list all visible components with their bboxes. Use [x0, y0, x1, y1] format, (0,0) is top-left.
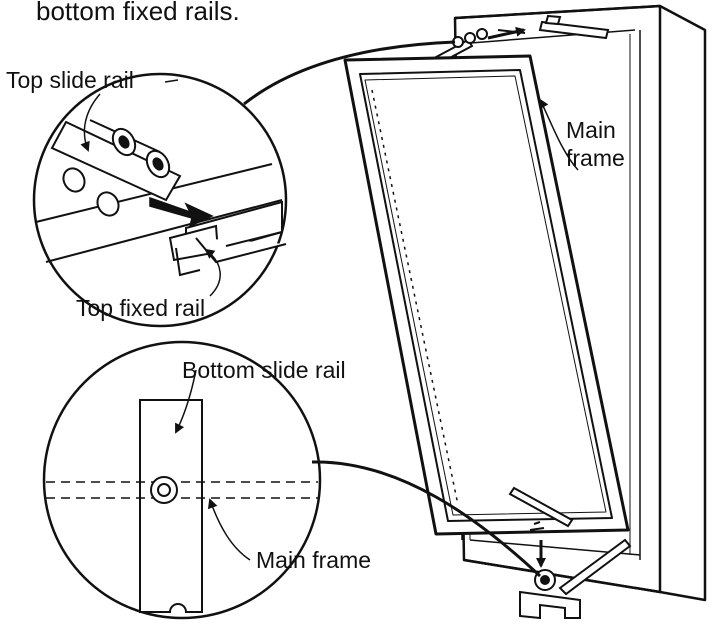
label-main-frame-line1: Main [566, 117, 616, 143]
main-frame [343, 54, 630, 536]
leaders [80, 79, 579, 561]
label-bottom-slide-rail: Bottom slide rail [182, 357, 346, 383]
top-push-arrow [487, 26, 526, 40]
bottom-fixed-rail [519, 538, 632, 620]
callout-push-arrow [149, 196, 214, 228]
label-main-frame-bottom: Main frame [256, 547, 371, 573]
header-text: bottom fixed rails. [36, 0, 240, 26]
label-main-frame-line2: frame [566, 145, 625, 171]
label-top-fixed-rail: Top fixed rail [76, 295, 205, 321]
top-detail-callout [32, 40, 456, 328]
top-fixed-rails [497, 14, 610, 40]
label-top-slide-rail: Top slide rail [6, 67, 134, 93]
bottom-slide-rail [508, 486, 574, 531]
bottom-detail-callout [42, 340, 542, 620]
